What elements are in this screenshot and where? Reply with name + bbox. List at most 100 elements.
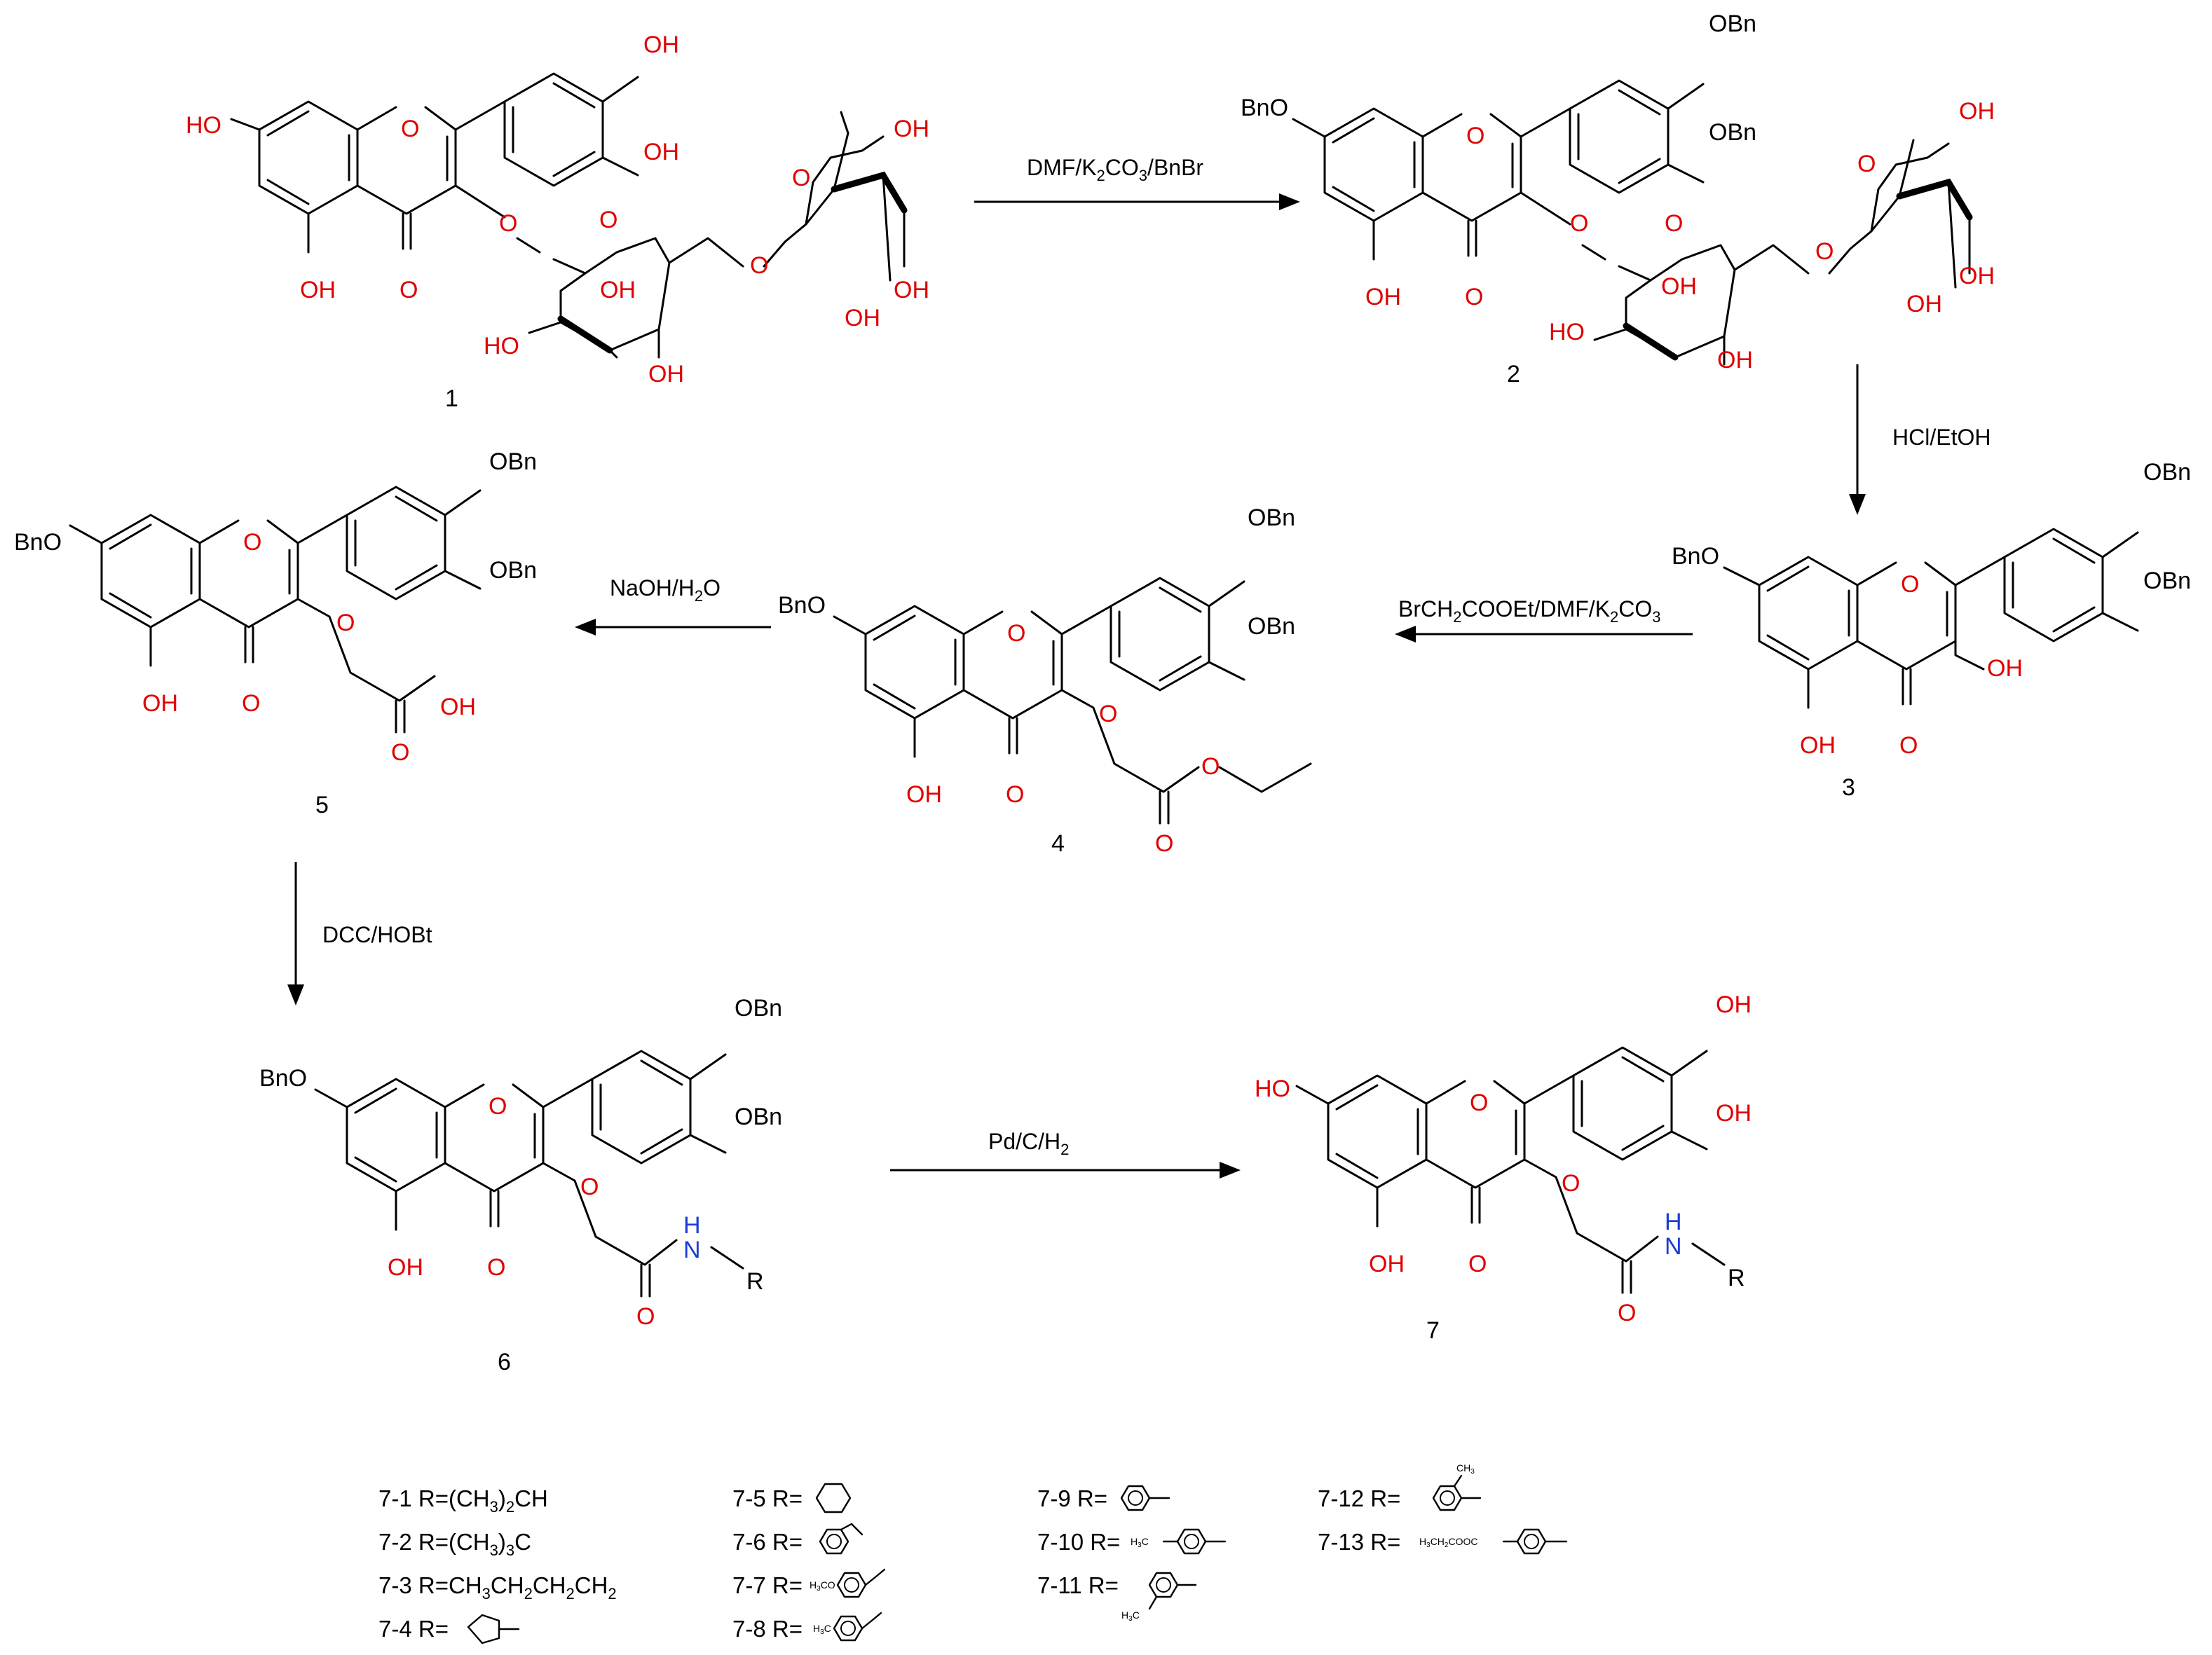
- compound-label-5: 5: [315, 792, 329, 818]
- legend-tag: CH3: [1456, 1462, 1475, 1476]
- atom-label: OH: [1959, 263, 1995, 289]
- atom-label: R: [746, 1268, 764, 1295]
- atom-label: O: [489, 1093, 507, 1120]
- atom-label: O: [1899, 732, 1918, 759]
- atom-label: OH: [1987, 655, 2023, 682]
- atom-label: O: [1006, 781, 1024, 808]
- compound-label-2: 2: [1507, 361, 1520, 387]
- atom-label: OBn: [489, 448, 537, 475]
- atom-label: N: [683, 1237, 701, 1263]
- compound-label-6: 6: [498, 1349, 511, 1375]
- reagent-2: HCl/EtOH: [1892, 425, 1991, 450]
- atom-label: OH: [894, 116, 929, 142]
- legend-7-12: 7-12 R=: [1318, 1485, 1400, 1511]
- legend-7-4: 7-4 R=: [378, 1616, 449, 1642]
- atom-label: OH: [1717, 347, 1753, 373]
- reaction-arrow-4: NaOH/H2O: [575, 575, 771, 636]
- atom-label: OBn: [2143, 568, 2191, 594]
- atom-label: O: [1857, 151, 1876, 177]
- atom-label: BnO: [778, 592, 826, 619]
- reaction-arrow-5: DCC/HOBt: [287, 862, 432, 1005]
- atom-label: OBn: [1248, 613, 1295, 640]
- atom-label: O: [792, 165, 810, 191]
- atom-label: OH: [440, 694, 476, 720]
- atom-label: O: [391, 739, 409, 766]
- compound-7: HO O OH O O H N R O OH OH 7: [1255, 991, 1752, 1344]
- reagent-5: DCC/HOBt: [322, 922, 432, 947]
- legend-7-9: 7-9 R=: [1037, 1485, 1107, 1511]
- atom-label: HO: [186, 112, 221, 139]
- cyclopentyl-structure: [467, 1614, 520, 1644]
- atom-label: O: [336, 610, 355, 636]
- atom-label: O: [1468, 1251, 1487, 1277]
- atom-label: HO: [1549, 319, 1585, 345]
- atom-label: O: [1466, 123, 1484, 149]
- atom-label: OH: [142, 690, 178, 717]
- legend-tag: H3C: [1131, 1536, 1149, 1549]
- reagent-4: NaOH/H2O: [610, 575, 721, 605]
- substituent-legend: 7-1 R=(CH3)2CH 7-2 R=(CH3)3C 7-3 R=CH3CH…: [378, 1462, 1568, 1644]
- reagent-6: Pd/C/H2: [988, 1129, 1069, 1158]
- atom-label: O: [580, 1174, 599, 1200]
- compound-5: BnO O OH O O OH O OBn OBn 5: [14, 448, 537, 818]
- atom-label: OH: [1800, 732, 1836, 759]
- legend-7-3: 7-3 R=CH3CH2CH2CH2: [378, 1572, 617, 1602]
- atom-label: BnO: [259, 1065, 307, 1092]
- legend-7-13: 7-13 R=: [1318, 1529, 1400, 1555]
- atom-label: BnO: [1672, 543, 1719, 570]
- atom-label: O: [636, 1303, 655, 1330]
- atom-label: O: [1618, 1300, 1636, 1326]
- atom-label: OH: [388, 1254, 423, 1281]
- atom-label: O: [400, 277, 418, 303]
- legend-7-10: 7-10 R=: [1037, 1529, 1120, 1555]
- atom-label: HO: [484, 333, 519, 359]
- atom-label: OH: [1369, 1251, 1405, 1277]
- compound-4: BnO O OH O O O O OBn OBn 4: [778, 504, 1312, 857]
- atom-label: O: [1470, 1090, 1488, 1116]
- atom-label: O: [487, 1254, 505, 1281]
- atom-label: O: [1665, 210, 1683, 237]
- atom-label: OH: [300, 277, 336, 303]
- atom-label: OH: [906, 781, 942, 808]
- atom-label: O: [243, 529, 261, 556]
- atom-label: OH: [648, 361, 684, 387]
- atom-label: OH: [1716, 991, 1752, 1018]
- atom-label: O: [499, 210, 517, 237]
- atom-label: O: [1570, 210, 1588, 237]
- atom-label: BnO: [14, 529, 62, 556]
- atom-label: O: [242, 690, 260, 717]
- reaction-arrow-2: HCl/EtOH: [1849, 364, 1991, 515]
- atom-label: HO: [1255, 1076, 1290, 1102]
- compound-2: BnO O OH O OBn OBn O O OH HO OH O O OH O…: [1241, 11, 1995, 387]
- atom-label: O: [599, 207, 617, 233]
- compound-3: BnO O OH O OH OBn OBn 3: [1672, 459, 2191, 801]
- reaction-arrow-1: DMF/K2CO3/BnBr: [974, 155, 1300, 210]
- atom-label: OBn: [1248, 504, 1295, 531]
- atom-label: O: [1201, 753, 1220, 780]
- atom-label: OH: [600, 277, 636, 303]
- atom-label: OH: [1661, 273, 1697, 300]
- atom-label: O: [1815, 238, 1834, 265]
- legend-7-8: 7-8 R=: [732, 1616, 803, 1642]
- atom-label: OBn: [735, 1104, 782, 1130]
- reagent-3: BrCH2COOEt/DMF/K2CO3: [1398, 596, 1661, 626]
- atom-label: OBn: [2143, 459, 2191, 486]
- reaction-arrow-6: Pd/C/H2: [890, 1129, 1241, 1179]
- atom-label: O: [1155, 830, 1173, 857]
- legend-tag: H3C: [1121, 1609, 1140, 1623]
- legend-7-6: 7-6 R=: [732, 1529, 803, 1555]
- atom-label: OBn: [489, 557, 537, 584]
- atom-label: OH: [1906, 291, 1942, 317]
- legend-7-1: 7-1 R=(CH3)2CH: [378, 1485, 548, 1516]
- atom-label: O: [1465, 284, 1483, 310]
- compound-label-1: 1: [445, 385, 458, 412]
- legend-7-2: 7-2 R=(CH3)3C: [378, 1529, 531, 1559]
- legend-7-7: 7-7 R=: [732, 1572, 803, 1598]
- compound-label-7: 7: [1426, 1317, 1440, 1344]
- atom-label: O: [1007, 620, 1025, 647]
- atom-label: OH: [643, 139, 679, 165]
- reagent-1: DMF/K2CO3/BnBr: [1027, 155, 1203, 184]
- atom-label: OH: [643, 32, 679, 58]
- compound-label-3: 3: [1842, 774, 1855, 801]
